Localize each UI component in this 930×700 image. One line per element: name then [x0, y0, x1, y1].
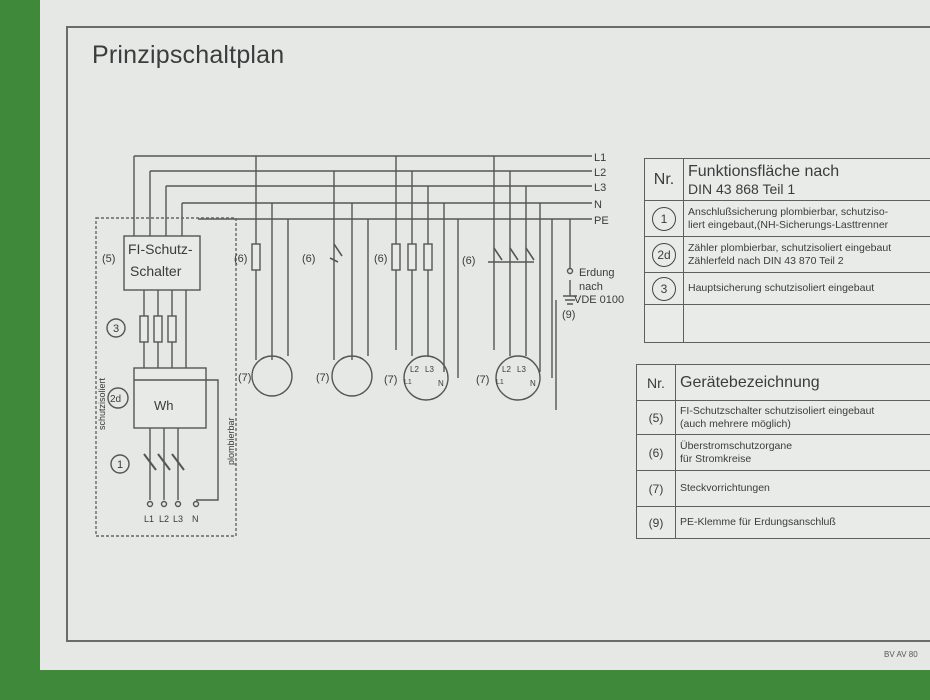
earth-ref: (9)	[562, 309, 575, 321]
main-fuse-ref: 3	[113, 323, 119, 335]
text-line: Zählerfeld nach DIN 43 870 Teil 2	[688, 254, 844, 267]
socket-3	[403, 355, 449, 401]
socket-ref-3: (7)	[384, 374, 397, 386]
socket-ref-4: (7)	[476, 374, 489, 386]
socket3-pin-l2: L2	[410, 365, 419, 374]
fi-label-2: Schalter	[130, 263, 182, 279]
function-area-table: Nr. Funktionsfläche nach DIN 43 868 Teil…	[644, 158, 930, 343]
enclosure-outline	[95, 217, 237, 537]
table2-row3-nr: (7)	[636, 470, 676, 507]
table1-title-line2: DIN 43 868 Teil 1	[688, 180, 796, 197]
socket-1	[251, 355, 293, 397]
bus-label-l1: L1	[594, 152, 606, 164]
fuse-3a	[391, 243, 401, 271]
fuse-1	[251, 243, 261, 271]
fi-switch	[123, 235, 201, 291]
table1-header-title: Funktionsfläche nach DIN 43 868 Teil 1	[683, 158, 930, 201]
socket-ref-2: (7)	[316, 372, 329, 384]
main-fuse-l2	[153, 315, 163, 343]
drawing-frame	[66, 26, 930, 642]
page-title: Prinzipschaltplan	[92, 41, 285, 69]
text-line: Zähler plombierbar, schutzisoliert einge…	[688, 241, 892, 254]
ref-circle: 2d	[652, 242, 676, 267]
table1-row2-nr: 2d	[644, 236, 684, 273]
bus-label-pe: PE	[594, 215, 609, 227]
footer-code: BV AV 80	[884, 650, 918, 659]
earth-label-3: VDE 0100	[574, 294, 624, 306]
bus-label-n: N	[594, 199, 602, 211]
table2-row4-nr: (9)	[636, 506, 676, 539]
text-line: liert eingebaut,(NH-Sicherungs-Lasttrenn…	[688, 218, 889, 231]
table2-row1-text: FI-Schutzschalter schutzisoliert eingeba…	[675, 400, 930, 435]
ref-circle: 1	[652, 206, 676, 231]
table2-row3-text: Steckvorrichtungen	[675, 470, 930, 507]
text-line: für Stromkreise	[680, 452, 752, 465]
main-fuse-l1	[139, 315, 149, 343]
fuse-ref-4: (6)	[462, 255, 475, 267]
text-line: Hauptsicherung schutzisoliert eingebaut	[688, 282, 875, 294]
text-line: Überstromschutzorgane	[680, 439, 793, 452]
ref-circle-2d	[107, 387, 129, 409]
table1-row4-nr	[644, 304, 684, 343]
fuse-ref-1: (6)	[234, 253, 247, 265]
bus-label-l3: L3	[594, 182, 606, 194]
table1-row3-nr: 3	[644, 272, 684, 305]
fuse-3b	[407, 243, 417, 271]
terminal-l1: L1	[144, 514, 154, 524]
terminal-n: N	[192, 514, 199, 524]
table2-header-nr: Nr.	[636, 364, 676, 401]
socket-ref-1: (7)	[238, 372, 251, 384]
device-table: Nr. Gerätebezeichnung (5) FI-Schutzschal…	[636, 364, 930, 539]
socket4-pin-l1: L1	[496, 379, 504, 386]
meter-box	[133, 367, 207, 429]
socket3-pin-l3: L3	[425, 365, 434, 374]
ref-circle-1	[110, 454, 130, 474]
text-line: FI-Schutzschalter schutzisoliert eingeba…	[680, 404, 875, 417]
socket4-pin-l2: L2	[502, 365, 511, 374]
table1-header-nr: Nr.	[644, 158, 684, 201]
meter-label: Wh	[154, 398, 174, 413]
table2-row1-nr: (5)	[636, 400, 676, 435]
earth-label-1: Erdung	[579, 267, 614, 279]
terminal-l3: L3	[173, 514, 183, 524]
table1-row3-text: Hauptsicherung schutzisoliert eingebaut	[683, 272, 930, 305]
connection-fuse-ref: 1	[117, 459, 123, 471]
fuse-ref-3: (6)	[374, 253, 387, 265]
ref-circle-3	[106, 318, 126, 338]
fuse-ref-2: (6)	[302, 253, 315, 265]
table1-row2-text: Zähler plombierbar, schutzisoliert einge…	[683, 236, 930, 273]
socket4-pin-n: N	[530, 379, 536, 388]
socket-2	[331, 355, 373, 397]
socket3-pin-n: N	[438, 379, 444, 388]
ref-circle: 3	[652, 276, 676, 301]
table1-row1-text: Anschlußsicherung plombierbar, schutziso…	[683, 200, 930, 237]
table1-title-line1: Funktionsfläche nach	[688, 162, 840, 180]
fi-label-1: FI-Schutz-	[128, 241, 193, 257]
socket-4	[495, 355, 541, 401]
table1-row1-nr: 1	[644, 200, 684, 237]
table1-row4-text	[683, 304, 930, 343]
socket4-pin-l3: L3	[517, 365, 526, 374]
fuse-3c	[423, 243, 433, 271]
text-line: (auch mehrere möglich)	[680, 417, 791, 430]
table2-header-title: Gerätebezeichnung	[675, 364, 930, 401]
table2-row4-text: PE-Klemme für Erdungsanschluß	[675, 506, 930, 539]
main-fuse-l3	[167, 315, 177, 343]
schutzisoliert-label: schutzisoliert	[97, 377, 107, 430]
socket3-pin-l1: L1	[404, 379, 412, 386]
text-line: Anschlußsicherung plombierbar, schutziso…	[688, 205, 889, 218]
terminal-l2: L2	[159, 514, 169, 524]
earth-label-2: nach	[579, 281, 603, 293]
bus-label-l2: L2	[594, 167, 606, 179]
fi-ref: (5)	[102, 253, 115, 265]
plombierbar-label: plombierbar	[226, 417, 236, 465]
meter-ref: 2d	[110, 394, 121, 405]
table2-row2-nr: (6)	[636, 434, 676, 471]
